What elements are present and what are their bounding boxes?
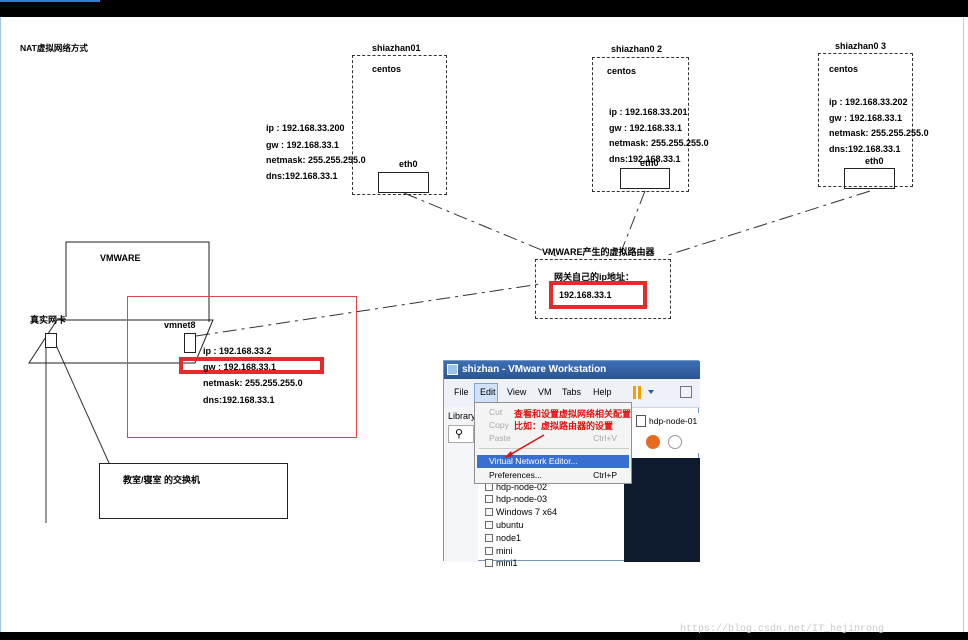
menu-divider xyxy=(479,448,629,449)
host3-netmask: netmask: 255.255.255.0 xyxy=(829,128,929,138)
host2-gw: gw : 192.168.33.1 xyxy=(609,123,683,133)
real-nic xyxy=(45,333,57,348)
host3-nic xyxy=(844,168,895,189)
host1-nic xyxy=(378,172,429,193)
host1-os: centos xyxy=(372,64,402,74)
menu-vm[interactable]: VM xyxy=(538,387,552,397)
tree-item[interactable]: node1 xyxy=(485,533,521,543)
router-ip-highlight xyxy=(549,281,647,309)
host2-dns: dns:192.168.33.1 xyxy=(609,154,681,164)
host1-gw: gw : 192.168.33.1 xyxy=(266,140,340,150)
annotation-line1: 查看和设置虚拟网络相关配置 xyxy=(514,409,632,419)
library-label: Library xyxy=(448,411,476,421)
vmnet8-label: vmnet8 xyxy=(164,320,196,330)
vmnet8-ip: ip : 192.168.33.2 xyxy=(203,346,272,356)
tree-item[interactable]: mini1 xyxy=(485,558,518,568)
vm-tab-icon xyxy=(636,415,646,427)
host1-ip: ip : 192.168.33.200 xyxy=(266,123,345,133)
switch-box xyxy=(99,463,288,519)
tree-item[interactable]: hdp-node-03 xyxy=(485,494,547,504)
annotation-arrow xyxy=(504,434,545,458)
tree-item[interactable]: Windows 7 x64 xyxy=(485,507,557,517)
bottom-bar xyxy=(0,632,968,640)
menu-preferences-shortcut: Ctrl+P xyxy=(593,470,617,480)
tab-header: hdp-node-01 xyxy=(632,413,700,453)
host3-gw: gw : 192.168.33.1 xyxy=(829,113,903,123)
vmware-titlebar: shizhan - VMware Workstation xyxy=(444,361,700,379)
settings-icon[interactable] xyxy=(668,435,682,449)
vmnet8-dns: dns:192.168.33.1 xyxy=(203,395,275,405)
host2-box xyxy=(592,57,689,192)
search-icon: ⚲ xyxy=(455,428,464,440)
menu-preferences[interactable]: Preferences... xyxy=(489,470,542,480)
vmnet8-nic xyxy=(184,333,196,353)
vmnet8-gw: gw : 192.168.33.1 xyxy=(203,362,277,372)
host1-dns: dns:192.168.33.1 xyxy=(266,171,338,181)
vmware-app-icon xyxy=(447,364,458,375)
vmware-label: VMWARE xyxy=(100,253,141,263)
vmnet8-region xyxy=(127,296,357,438)
library-panel: Library ⚲ xyxy=(444,407,478,562)
left-border xyxy=(0,17,1,632)
watermark: https://blog.csdn.net/IT_hejinrong xyxy=(680,624,885,635)
host2-netmask: netmask: 255.255.255.0 xyxy=(609,138,709,148)
menu-tabs[interactable]: Tabs xyxy=(562,387,582,397)
firefox-icon[interactable] xyxy=(646,435,660,449)
host3-nic-label: eth0 xyxy=(865,156,884,166)
vm-tree: hdp-node-02 hdp-node-03 Windows 7 x64 ub… xyxy=(478,451,628,568)
right-border xyxy=(963,17,964,632)
menu-virtual-network-editor[interactable]: Virtual Network Editor... xyxy=(489,456,578,466)
host3-dns: dns:192.168.33.1 xyxy=(829,144,901,154)
tab-hdp-node-01[interactable]: hdp-node-01 xyxy=(649,416,698,426)
search-box[interactable]: ⚲ xyxy=(448,425,474,443)
router-gateway-label: 网关自己的ip地址： xyxy=(554,272,634,282)
tree-item[interactable]: mini xyxy=(485,546,513,556)
router-box xyxy=(535,259,671,319)
router-label: VMWARE产生的虚拟路由器 xyxy=(542,247,655,257)
pause-icon-bar xyxy=(638,386,641,399)
vmnet8-gw-highlight xyxy=(179,357,324,374)
vmware-screenshot: shizhan - VMware Workstation File Edit V… xyxy=(443,360,700,568)
menu-highlight xyxy=(477,455,629,468)
host3-box xyxy=(818,53,913,187)
switch-label: 教室/寝室 的交换机 xyxy=(123,475,201,485)
vmnet8-netmask: netmask: 255.255.255.0 xyxy=(203,378,303,388)
pause-icon[interactable] xyxy=(633,386,636,399)
host3-ip: ip : 192.168.33.202 xyxy=(829,97,908,107)
host3-os: centos xyxy=(829,64,859,74)
annotation-line2: 比如：虚拟路由器的设置 xyxy=(514,421,614,431)
host1-box xyxy=(352,55,447,195)
real-nic-label: 真实网卡 xyxy=(30,315,67,325)
router-gateway-ip: 192.168.33.1 xyxy=(559,290,612,300)
menu-paste: Paste xyxy=(489,433,511,443)
network-icon[interactable] xyxy=(680,386,692,398)
vm-console xyxy=(624,458,700,562)
menu-cut: Cut xyxy=(489,407,503,417)
menu-help[interactable]: Help xyxy=(593,387,612,397)
chevron-down-icon[interactable] xyxy=(648,390,654,394)
edit-dropdown: Cut Copy Paste Ctrl+V Virtual Network Ed… xyxy=(474,402,632,484)
host1-nic-label: eth0 xyxy=(399,159,418,169)
menu-paste-shortcut: Ctrl+V xyxy=(593,433,617,443)
top-bar xyxy=(0,0,968,17)
host2-nic-label: eth0 xyxy=(640,158,659,168)
top-accent-line xyxy=(0,0,100,2)
menu-file[interactable]: File xyxy=(454,387,469,397)
host1-netmask: netmask: 255.255.255.0 xyxy=(266,155,366,165)
menu-edit[interactable]: Edit xyxy=(480,387,496,397)
vmware-title: shizhan - VMware Workstation xyxy=(462,364,607,375)
diagram-title: NAT虚拟网络方式 xyxy=(20,43,88,53)
tree-item[interactable]: ubuntu xyxy=(485,520,524,530)
host2-name: shiazhan0 2 xyxy=(611,44,663,54)
host2-os: centos xyxy=(607,66,637,76)
host3-name: shiazhan0 3 xyxy=(835,41,887,51)
menu-view[interactable]: View xyxy=(507,387,527,397)
host1-name: shiazhan01 xyxy=(372,43,421,53)
host2-ip: ip : 192.168.33.201 xyxy=(609,107,688,117)
menu-copy: Copy xyxy=(489,420,509,430)
host2-nic xyxy=(620,168,670,189)
